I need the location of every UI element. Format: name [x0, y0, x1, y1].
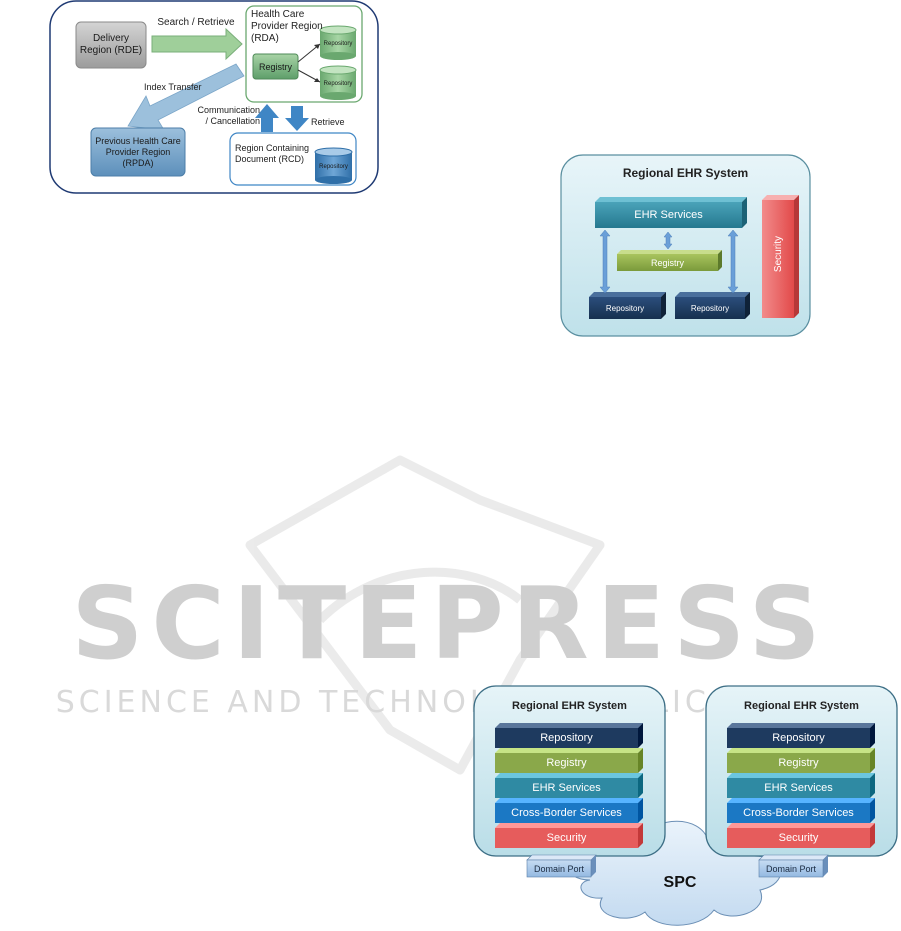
regional-repository-right-bar: [675, 292, 750, 319]
rcd-repository-label: Repository: [319, 164, 348, 170]
stack-right-bar-security: [727, 823, 875, 848]
domain-port-right-label: Domain Port: [765, 863, 817, 874]
stack-right-bar-registry: [727, 748, 875, 773]
registry-label: Registry: [258, 61, 292, 72]
stack-left-layer-security: Security: [546, 832, 587, 844]
stack-left-layer-registry: Registry: [546, 757, 587, 769]
stack-left-bar-ehr-services: [495, 773, 643, 798]
repository-cylinder-bottom: [319, 65, 357, 100]
domain-port-left-box: [526, 854, 597, 878]
index-transfer-label: Index Transfer: [144, 82, 202, 92]
ehr-registry-double-arrow: [663, 231, 673, 250]
regional-ehr-title: Regional EHR System: [622, 166, 749, 180]
stack-left-bar-security: [495, 823, 643, 848]
stack-left-layer-cross-border: Cross-Border Services: [511, 807, 622, 819]
stack-left-bar-registry: [495, 748, 643, 773]
ehr-services-bar: [595, 197, 747, 228]
repository-top-label: Repository: [323, 41, 353, 47]
repository-bottom-label: Repository: [323, 81, 353, 87]
regional-repository-right-label: Repository: [690, 303, 730, 313]
registry-box: [252, 53, 299, 80]
stack-right-layer-security: Security: [778, 832, 819, 844]
stack-left-layer-repository: Repository: [540, 732, 593, 744]
previous-region-box: [90, 127, 186, 177]
delivery-region-label: Delivery Region (RDE): [79, 33, 143, 56]
stack-right-title: Regional EHR System: [744, 700, 859, 712]
stack-right-bar-cross-border: [727, 798, 875, 823]
watermark-main-text: SCITEPRESS: [71, 565, 828, 682]
ehr-services-label: EHR Services: [634, 209, 703, 221]
retrieve-label: Retrieve: [311, 117, 345, 127]
stack-right-layers: [727, 723, 875, 848]
stack-right-layer-cross-border: Cross-Border Services: [743, 807, 854, 819]
regional-registry-label: Registry: [650, 257, 684, 268]
watermark-book-shape: [245, 455, 605, 775]
security-column: [762, 195, 799, 318]
regional-registry-bar: [617, 250, 722, 271]
repository-cylinder-top: [319, 25, 357, 60]
watermark-book-curve: [316, 567, 523, 624]
domain-port-left-label: Domain Port: [533, 863, 585, 874]
stack-left-bar-repository: [495, 723, 643, 748]
stack-left-layers: [495, 723, 643, 848]
communication-arrow-up: [255, 104, 279, 132]
search-retrieve-label: Search / Retrieve: [157, 17, 235, 28]
stack-right-layer-repository: Repository: [772, 732, 825, 744]
communication-label: Communication / Cancellation: [197, 105, 260, 126]
stack-left-title: Regional EHR System: [512, 700, 627, 712]
stack-left-bar-cross-border: [495, 798, 643, 823]
search-retrieve-arrow: [151, 27, 243, 61]
stack-right-bar-repository: [727, 723, 875, 748]
stack-right-layer-registry: Registry: [778, 757, 819, 769]
stack-right-bar-ehr-services: [727, 773, 875, 798]
regional-repository-left-label: Repository: [605, 303, 645, 313]
retrieve-arrow-down: [285, 106, 309, 131]
delivery-region-box: [75, 21, 147, 69]
domain-port-right-box: [758, 854, 829, 878]
stack-left-layer-ehr-services: EHR Services: [532, 782, 601, 794]
ehr-repository-right-double-arrow: [727, 229, 739, 294]
previous-region-label: Previous Health Care Provider Region (RP…: [95, 135, 181, 168]
rcd-region-label: Region Containing Document (RCD): [235, 143, 310, 164]
regional-repository-left-bar: [589, 292, 666, 319]
spc-label: SPC: [663, 874, 697, 891]
ehr-repository-left-double-arrow: [599, 229, 611, 294]
hcp-region-label: Health Care Provider Region (RDA): [251, 9, 323, 44]
stack-right-layer-ehr-services: EHR Services: [764, 782, 833, 794]
rcd-repository-cylinder: [314, 147, 353, 184]
